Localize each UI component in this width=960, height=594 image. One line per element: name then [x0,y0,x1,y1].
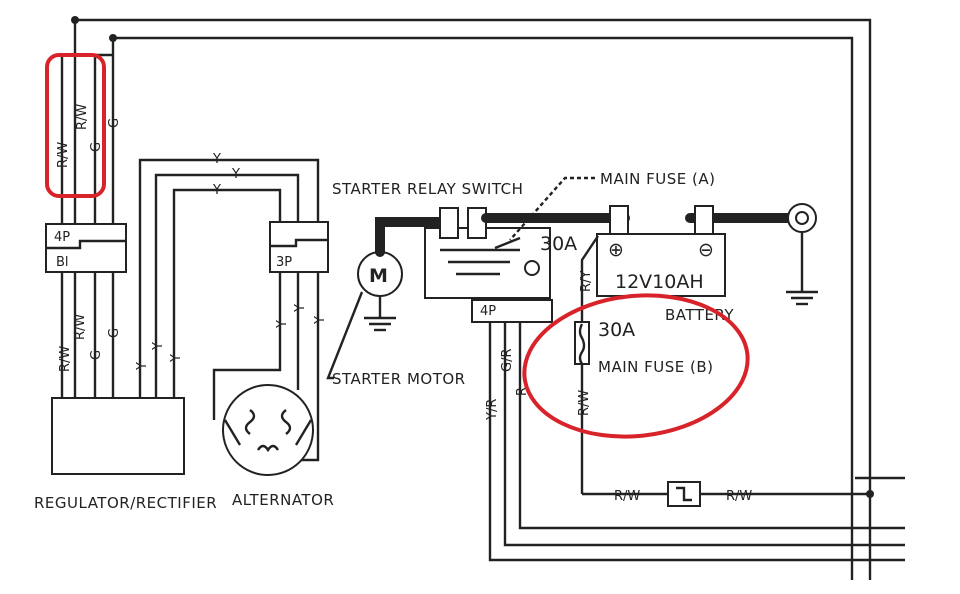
main-fuse-a-label: MAIN FUSE (A) [600,170,715,188]
battery-rating: 12V10AH [615,271,704,293]
label-g-1: G [89,142,104,152]
battery-plus: ⊕ [608,239,624,261]
label-y-4: Y [135,362,150,371]
starter-relay-label: STARTER RELAY SWITCH [332,180,523,198]
fuse-a-rating: 30A [540,233,577,255]
starter-motor: M [357,251,403,332]
alternator-wires: Y Y Y [212,272,328,462]
battery-minus: ⊖ [698,239,714,261]
battery: ⊕ ⊖ 12V10AH [596,233,726,297]
battery-ground [786,232,818,306]
rw-bottom-wire: R/W R/W [582,481,874,507]
alt-connector-pins: 3P [276,255,292,270]
label-rw-5: R/W [614,489,640,504]
alternator-label: ALTERNATOR [232,491,334,509]
y-wires: Y Y Y Y Y Y [135,152,320,398]
label-y-2: Y [231,167,240,182]
label-r: R [515,387,530,396]
label-y-8: Y [293,304,308,313]
label-rw-3: R/W [58,346,73,372]
label-rw-6: R/W [726,489,752,504]
reg-bottom-wire-labels: R/W R/W G G [58,314,122,372]
starter-relay-switch: 4P [424,207,553,323]
label-y-9: Y [313,316,328,325]
motor-cable [375,217,450,257]
starter-motor-label: STARTER MOTOR [332,370,466,388]
main-fuse-b-label: MAIN FUSE (B) [598,358,713,376]
label-rw-4: R/W [73,314,88,340]
battery-neg-terminal [694,205,714,237]
label-ry: R/Y [579,271,594,292]
label-y-1: Y [212,152,221,167]
reg-connector-pins: 4P [54,230,70,245]
label-rw-2: R/W [75,104,90,130]
highlight-ellipse [522,293,750,439]
label-gr: G/R [500,349,515,373]
fuse-b-rating: 30A [598,319,635,341]
battery-pos-terminal [609,205,629,237]
reg-top-wire-labels: R/W R/W G G [56,104,122,168]
highlight-rectangle [45,53,106,198]
motor-symbol: M [369,265,388,287]
starter-motor-leader [326,291,364,380]
regulator-rectifier-label: REGULATOR/RECTIFIER [34,494,217,512]
regulator-rectifier-box [51,397,185,475]
relay-connector-wires: Y/R G/R R [485,322,905,562]
reg-connector-color: Bl [56,255,69,270]
alternator-symbol [222,384,314,476]
label-g-2: G [107,118,122,128]
label-g-4: G [107,328,122,338]
label-g-3: G [89,350,104,360]
relay-connector-pins: 4P [480,304,496,319]
label-y-7: Y [275,320,290,329]
label-rw-1: R/W [56,142,71,168]
regulator-connector: 4P Bl [45,223,127,273]
label-y-3: Y [212,183,221,198]
label-rw-fuse: R/W [577,390,592,416]
label-y-6: Y [169,354,184,363]
alternator-connector: 3P [269,221,329,273]
label-yr: Y/R [485,399,500,421]
label-y-5: Y [151,342,166,351]
